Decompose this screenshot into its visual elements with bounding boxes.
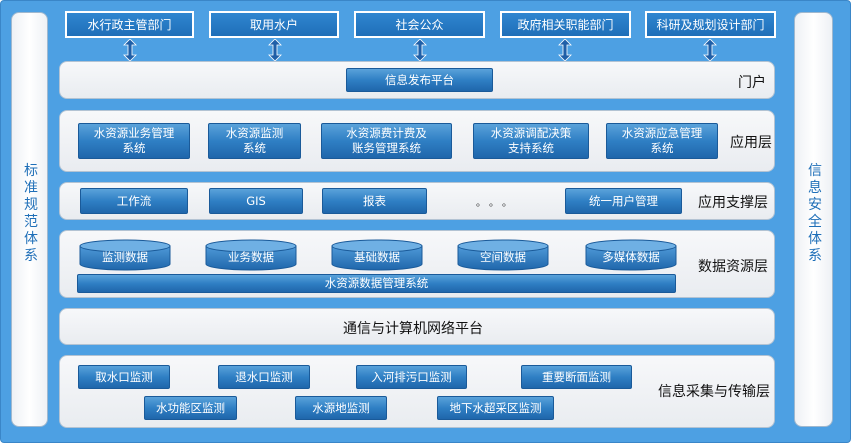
user-box-label: 水行政主管部门 (87, 18, 172, 32)
cylinder-label: 多媒体数据 (602, 250, 660, 264)
app-system-label: 水资源应急管理 系统 (621, 126, 703, 155)
support-workflow-button[interactable]: 工作流 (80, 188, 188, 214)
user-box-label: 政府相关职能部门 (517, 18, 614, 32)
database-icon (585, 239, 677, 271)
application-layer: 水资源业务管理 系统 水资源监测 系统 水资源费计费及 账务管理系统 水资源调配… (59, 110, 775, 172)
database-cylinder-base[interactable]: 基础数据 (331, 239, 423, 271)
database-cylinder-spatial[interactable]: 空间数据 (457, 239, 549, 271)
monitor-label: 入河排污口监测 (371, 369, 452, 384)
user-box-gov-departments[interactable]: 政府相关职能部门 (500, 11, 631, 38)
cylinder-label: 空间数据 (480, 250, 526, 264)
collection-layer: 取水口监测 退水口监测 入河排污口监测 重要断面监测 水功能区监测 水源地监测 … (59, 355, 775, 428)
collection-layer-title: 信息采集与传输层 (658, 384, 770, 400)
double-arrow-icon (703, 39, 717, 61)
user-box-water-users[interactable]: 取用水户 (209, 11, 339, 38)
user-box-label: 社会公众 (395, 18, 444, 32)
app-system-emergency[interactable]: 水资源应急管理 系统 (606, 123, 718, 159)
double-arrow-icon (123, 39, 137, 61)
support-layer: 工作流 GIS 报表 。。。 统一用户管理 应用支撑层 (59, 182, 775, 220)
database-cylinder-multimedia[interactable]: 多媒体数据 (585, 239, 677, 271)
database-cylinder-monitoring[interactable]: 监测数据 (79, 239, 171, 271)
double-arrow-icon (268, 39, 282, 61)
security-label: 信息安全体系 (808, 163, 822, 264)
database-icon (205, 239, 297, 271)
monitor-label: 水源地监测 (312, 400, 370, 415)
portal-item-label: 信息发布平台 (385, 72, 454, 87)
standards-label: 标准规范体系 (24, 163, 38, 264)
cylinder-label: 监测数据 (102, 250, 148, 264)
info-publish-platform-button[interactable]: 信息发布平台 (346, 68, 493, 92)
database-cylinder-business[interactable]: 业务数据 (205, 239, 297, 271)
app-system-dispatch[interactable]: 水资源调配决策 支持系统 (473, 123, 589, 159)
app-system-label: 水资源调配决策 支持系统 (490, 126, 572, 155)
monitor-function-zone-button[interactable]: 水功能区监测 (144, 396, 237, 420)
database-icon (331, 239, 423, 271)
monitor-label: 重要断面监测 (542, 369, 611, 384)
app-system-business[interactable]: 水资源业务管理 系统 (78, 123, 190, 159)
data-bar-label: 水资源数据管理系统 (324, 276, 429, 290)
app-system-billing[interactable]: 水资源费计费及 账务管理系统 (321, 123, 452, 159)
user-box-water-admin[interactable]: 水行政主管部门 (65, 11, 194, 38)
monitor-label: 退水口监测 (235, 369, 293, 384)
monitor-outflow-button[interactable]: 退水口监测 (218, 365, 310, 389)
support-layer-title: 应用支撑层 (698, 195, 768, 211)
app-system-monitoring[interactable]: 水资源监测 系统 (208, 123, 301, 159)
support-ellipsis: 。。。 (476, 198, 520, 209)
support-report-button[interactable]: 报表 (322, 188, 427, 214)
double-arrow-icon (413, 39, 427, 61)
user-box-label: 科研及规划设计部门 (656, 18, 765, 32)
network-layer-title: 通信与计算机网络平台 (343, 321, 483, 337)
security-panel: 信息安全体系 (794, 12, 833, 427)
water-data-management-bar[interactable]: 水资源数据管理系统 (77, 274, 676, 293)
database-icon (79, 239, 171, 271)
user-box-public[interactable]: 社会公众 (354, 11, 485, 38)
monitor-label: 地下水超采区监测 (449, 400, 542, 415)
data-layer-title: 数据资源层 (698, 259, 768, 275)
monitor-groundwater-button[interactable]: 地下水超采区监测 (437, 396, 554, 420)
cylinder-label: 业务数据 (228, 250, 274, 264)
support-item-label: 统一用户管理 (589, 193, 658, 208)
support-item-label: 报表 (363, 193, 386, 208)
portal-layer: 信息发布平台 门户 (59, 61, 775, 99)
user-box-research[interactable]: 科研及规划设计部门 (645, 11, 776, 38)
standards-panel: 标准规范体系 (11, 12, 48, 427)
support-item-label: GIS (246, 193, 266, 208)
database-icon (457, 239, 549, 271)
monitor-water-source-button[interactable]: 水源地监测 (295, 396, 387, 420)
app-system-label: 水资源监测 系统 (225, 126, 284, 155)
support-item-label: 工作流 (116, 193, 152, 208)
data-layer: 监测数据 业务数据 基础数据 空间数据 多媒体数据 水资源数据管理系统 数据资源… (59, 230, 775, 298)
cylinder-label: 基础数据 (354, 250, 400, 264)
portal-layer-title: 门户 (738, 75, 766, 91)
app-system-label: 水资源业务管理 系统 (93, 126, 175, 155)
monitor-intake-button[interactable]: 取水口监测 (78, 365, 170, 389)
double-arrow-icon (558, 39, 572, 61)
monitor-label: 水功能区监测 (156, 400, 225, 415)
application-layer-title: 应用层 (730, 135, 772, 151)
monitor-label: 取水口监测 (95, 369, 153, 384)
support-user-management-button[interactable]: 统一用户管理 (565, 188, 682, 214)
support-gis-button[interactable]: GIS (209, 188, 303, 214)
user-box-label: 取用水户 (249, 18, 298, 32)
monitor-sewage-outlet-button[interactable]: 入河排污口监测 (356, 365, 467, 389)
app-system-label: 水资源费计费及 账务管理系统 (346, 126, 427, 155)
monitor-section-button[interactable]: 重要断面监测 (521, 365, 632, 389)
network-layer: 通信与计算机网络平台 (59, 308, 775, 345)
